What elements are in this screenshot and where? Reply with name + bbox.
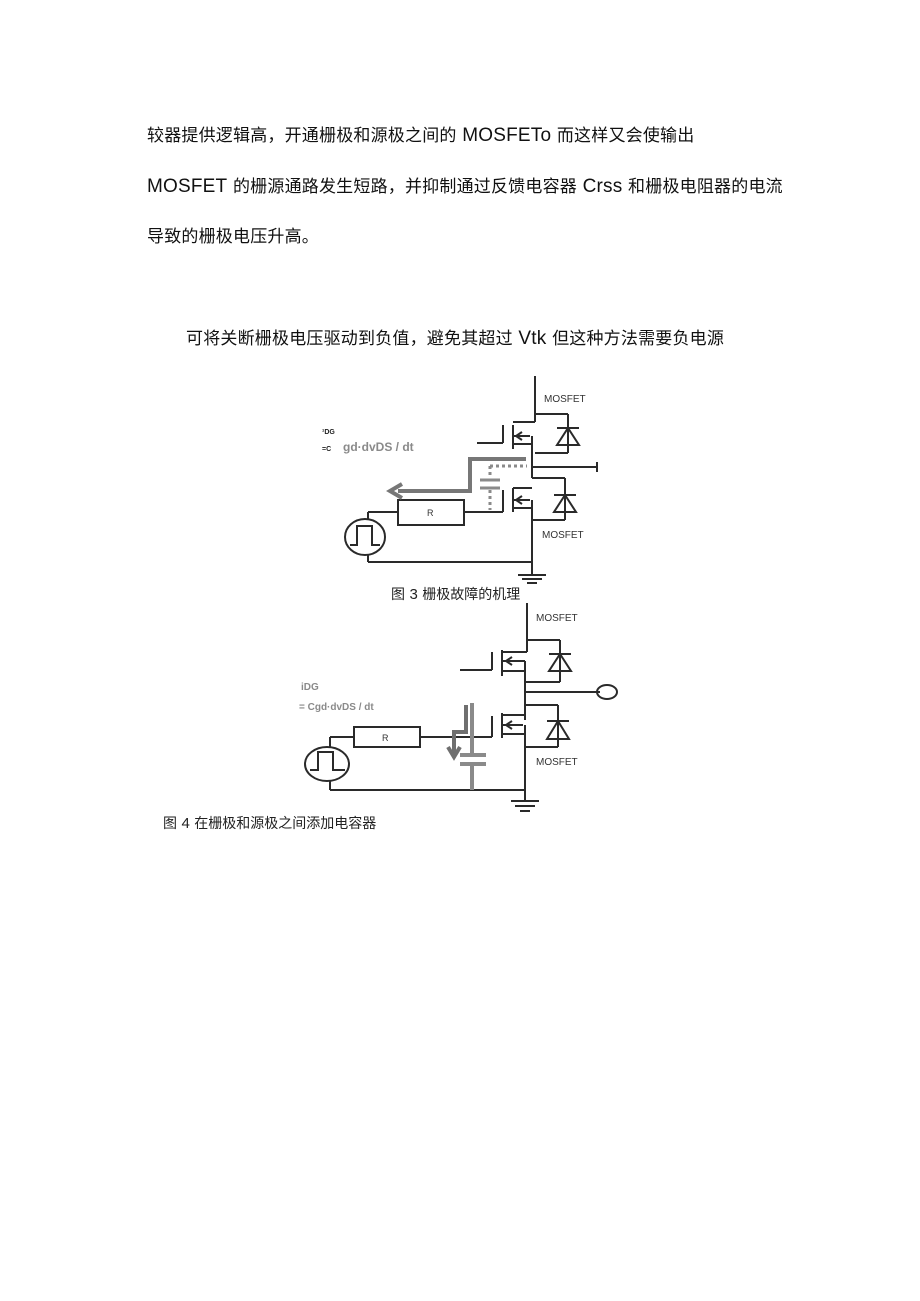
- text-segment: 的栅源通路发生短路，并抑制通过反馈电容器: [227, 177, 583, 197]
- resistor-label: R: [427, 508, 434, 518]
- figure-3-caption: 图 3 栅极故障的机理: [391, 584, 520, 604]
- label-top-mosfet: MOSFET: [544, 394, 586, 405]
- formula-line-1: iDG: [301, 682, 319, 693]
- text-segment: 和栅极电阻器的电流: [622, 177, 783, 197]
- term-mosfet: MOSFET: [147, 176, 228, 197]
- text-segment: 导致的栅极电压升高。: [147, 227, 319, 247]
- caption-prefix: 图: [163, 816, 182, 832]
- caption-number: 4: [181, 815, 190, 832]
- formula-line-1: ¹DG: [322, 429, 335, 436]
- paragraph-line-4: 可将关断栅极电压驱动到负值，避免其超过 Vtk 但这种方法需要负电源: [186, 324, 724, 350]
- term-crss: Crss: [582, 176, 623, 197]
- caption-number: 3: [409, 586, 418, 603]
- label-top-mosfet: MOSFET: [536, 613, 578, 624]
- formula-line-2-prefix: =C: [322, 446, 331, 453]
- paragraph-line-2: MOSFET 的栅源通路发生短路，并抑制通过反馈电容器 Crss 和栅极电阻器的…: [147, 172, 783, 198]
- term-vtk: Vtk: [518, 328, 547, 349]
- formula-line-2: gd·dvDS / dt: [343, 440, 414, 454]
- text-segment: 较器提供逻辑高，开通栅极和源极之间的: [147, 126, 463, 146]
- caption-prefix: 图: [391, 587, 410, 603]
- figure-4-caption: 图 4 在栅极和源极之间添加电容器: [163, 813, 376, 833]
- paragraph-line-1: 较器提供逻辑高，开通栅极和源极之间的 MOSFETo 而这样又会使输出: [147, 121, 694, 147]
- caption-text: 栅极故障的机理: [417, 587, 521, 603]
- label-bottom-mosfet: MOSFET: [542, 530, 584, 541]
- formula-line-2: = Cgd·dvDS / dt: [299, 702, 374, 713]
- text-segment: 但这种方法需要负电源: [546, 329, 725, 349]
- term-mosfet: MOSFETo: [462, 125, 552, 146]
- paragraph-line-3: 导致的栅极电压升高。: [147, 222, 319, 247]
- resistor-label: R: [382, 733, 389, 743]
- label-bottom-mosfet: MOSFET: [536, 757, 578, 768]
- text-segment: 而这样又会使输出: [551, 126, 695, 146]
- text-segment: 可将关断栅极电压驱动到负值，避免其超过: [186, 329, 519, 349]
- caption-text: 在栅极和源极之间添加电容器: [189, 816, 377, 832]
